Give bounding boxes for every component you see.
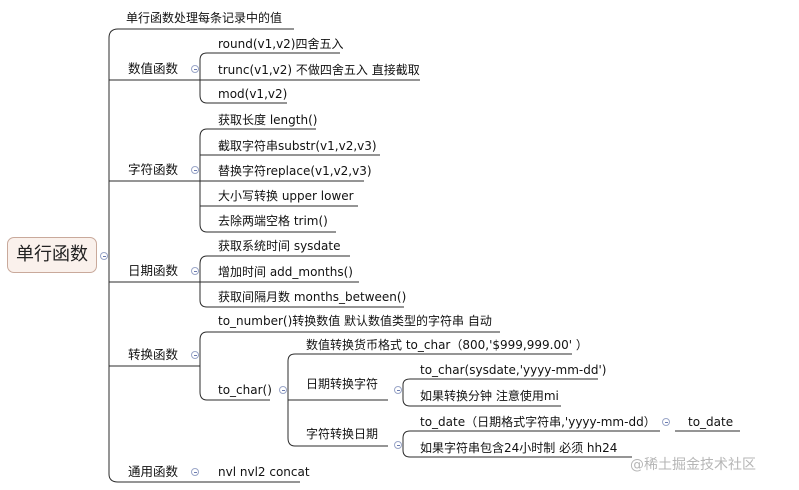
category-convert[interactable]: 转换函数 bbox=[128, 347, 179, 362]
date-item[interactable]: 获取间隔月数 months_between() bbox=[218, 290, 407, 304]
general-item[interactable]: nvl nvl2 concat bbox=[218, 465, 310, 479]
watermark: @稀土掘金技术社区 bbox=[630, 457, 756, 473]
string-item[interactable]: 去除两端空格 trim() bbox=[218, 214, 328, 228]
string-item[interactable]: 截取字符串substr(v1,v2,v3) bbox=[218, 139, 377, 153]
collapse-icon[interactable] bbox=[394, 386, 402, 394]
to-char-item[interactable]: to_char(sysdate,'yyyy-mm-dd') bbox=[420, 363, 607, 377]
category-string[interactable]: 字符函数 bbox=[128, 162, 179, 177]
string-item[interactable]: 替换字符replace(v1,v2,v3) bbox=[218, 164, 372, 178]
date-item[interactable]: 获取系统时间 sysdate bbox=[218, 239, 341, 253]
to-date-item[interactable]: 如果字符串包含24小时制 必须 hh24 bbox=[420, 441, 618, 455]
category-numeric[interactable]: 数值函数 bbox=[128, 61, 179, 76]
collapse-icon[interactable] bbox=[100, 252, 108, 260]
to-char-item[interactable]: 如果转换分钟 注意使用mi bbox=[420, 389, 559, 403]
currency-node[interactable]: 数值转换货币格式 to_char（800,'$999,999.00' ） bbox=[306, 338, 588, 352]
root-node[interactable]: 单行函数 bbox=[7, 237, 97, 273]
collapse-icon[interactable] bbox=[191, 468, 199, 476]
numeric-item[interactable]: round(v1,v2)四舍五入 bbox=[218, 37, 344, 51]
summary-node[interactable]: 单行函数处理每条记录中的值 bbox=[126, 11, 283, 25]
collapse-icon[interactable] bbox=[191, 166, 199, 174]
string-item[interactable]: 大小写转换 upper lower bbox=[218, 189, 354, 203]
collapse-icon[interactable] bbox=[191, 65, 199, 73]
date-item[interactable]: 增加时间 add_months() bbox=[218, 265, 353, 279]
numeric-item[interactable]: mod(v1,v2) bbox=[218, 87, 288, 101]
string-item[interactable]: 获取长度 length() bbox=[218, 113, 318, 127]
to-char-node[interactable]: to_char() bbox=[218, 383, 272, 397]
numeric-item[interactable]: trunc(v1,v2) 不做四舍五入 直接截取 bbox=[218, 63, 420, 77]
string-to-date-node[interactable]: 字符转换日期 bbox=[306, 427, 379, 441]
collapse-icon[interactable] bbox=[662, 418, 670, 426]
date-to-string-node[interactable]: 日期转换字符 bbox=[306, 377, 379, 391]
category-date[interactable]: 日期函数 bbox=[128, 263, 179, 278]
collapse-icon[interactable] bbox=[394, 441, 402, 449]
category-general[interactable]: 通用函数 bbox=[128, 464, 179, 479]
collapse-icon[interactable] bbox=[279, 386, 287, 394]
to-number-node[interactable]: to_number()转换数值 默认数值类型的字符串 自动 bbox=[218, 314, 492, 328]
to-date-node[interactable]: to_date bbox=[688, 415, 734, 429]
collapse-icon[interactable] bbox=[191, 267, 199, 275]
collapse-icon[interactable] bbox=[191, 351, 199, 359]
to-date-item[interactable]: to_date（日期格式字符串,'yyyy-mm-dd） bbox=[420, 415, 656, 429]
